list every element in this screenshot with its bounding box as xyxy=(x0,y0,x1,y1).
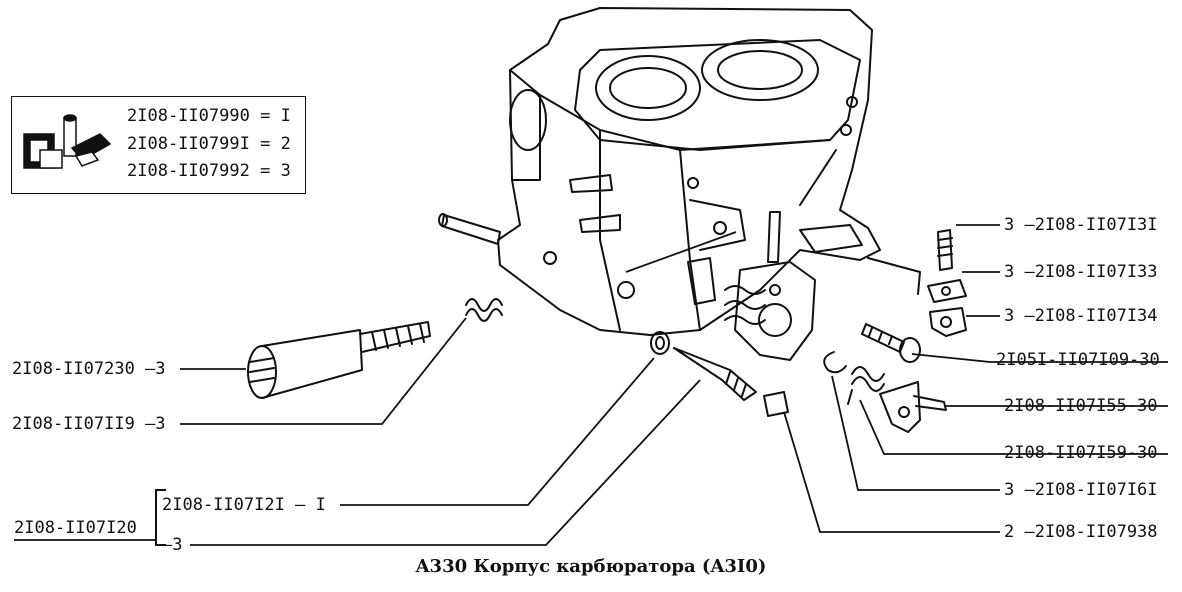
part-label-r8: 2 —2I08-II07938 xyxy=(1004,522,1158,542)
group-code-label: 2I08-II07I20 xyxy=(14,518,137,538)
choke-mechanism xyxy=(687,211,816,361)
legend-num: I xyxy=(280,106,291,126)
adjusting-screw xyxy=(247,321,431,399)
legend-num: 3 xyxy=(280,161,291,181)
group-bracket xyxy=(155,489,166,546)
part-label-r5: 2I08-II07I55-30 xyxy=(1004,396,1158,416)
legend-eq: = xyxy=(260,106,271,126)
side-screw xyxy=(861,323,921,363)
stud-part xyxy=(937,229,953,271)
legend-code: 2I08-II07990 xyxy=(127,106,250,126)
figure-caption: A330 Корпус карбюратора (A3I0) xyxy=(415,556,767,577)
kit-icon xyxy=(23,114,112,169)
bracket-part xyxy=(867,257,921,295)
part-label-r2: 3 —2I08-II07I33 xyxy=(1004,262,1158,282)
part-label-r4: 2I05I-II07I09-30 xyxy=(996,350,1160,370)
part-label-r7: 3 —2I08-II07I6I xyxy=(1004,480,1158,500)
clamp-part-lower xyxy=(929,307,967,337)
carburetor-body xyxy=(497,7,881,336)
leader-lines xyxy=(14,224,1168,546)
clamp-part-upper xyxy=(927,279,967,303)
part-label-r1: 3 —2I08-II07I3I xyxy=(1004,215,1158,235)
legend-eq: = xyxy=(260,161,271,181)
legend-code: 2I08-II0799I xyxy=(127,134,250,154)
small-spring xyxy=(465,298,503,322)
part-label-r3: 3 —2I08-II07I34 xyxy=(1004,306,1158,326)
legend-row-3: 2I08-II07992 = 3 xyxy=(127,161,291,181)
legend-code: 2I08-II07992 xyxy=(127,161,250,181)
legend-row-1: 2I08-II07990 = I xyxy=(127,106,291,126)
retaining-clip xyxy=(823,351,847,374)
legend-box xyxy=(11,96,306,194)
legend-row-2: 2I08-II0799I = 2 xyxy=(127,134,291,154)
needle-screw xyxy=(673,347,757,401)
group-item-2-label: —3 xyxy=(162,535,183,555)
group-item-1-label: 2I08-II07I2I — I xyxy=(162,495,326,515)
small-plug xyxy=(763,391,789,417)
part-label-l2: 2I08-II07II9 —3 xyxy=(12,414,166,434)
part-label-r6: 2I08-II07I59-30 xyxy=(1004,443,1158,463)
seal-ring xyxy=(650,331,670,355)
lever-part xyxy=(879,381,947,433)
legend-num: 2 xyxy=(280,134,291,154)
part-label-l1: 2I08-II07230 —3 xyxy=(12,359,166,379)
shaft-stub xyxy=(438,213,501,245)
coil-spring xyxy=(847,366,885,405)
legend-eq: = xyxy=(260,134,271,154)
